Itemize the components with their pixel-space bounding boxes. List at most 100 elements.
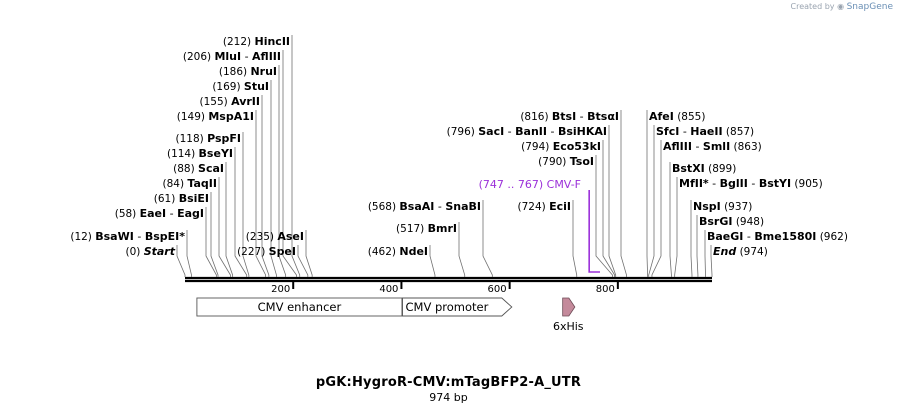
site-connector [602,140,616,277]
enzyme-name: SpeI [269,245,296,258]
site-connector [482,200,493,277]
site-connector [458,222,466,277]
site-label: BsrGI (948) [699,215,764,228]
site-position: (206) [183,51,215,63]
site-separator: - [547,125,558,138]
site-separator: - [743,230,754,243]
site-label: MfII* - BglII - BstYI (905) [679,177,823,190]
site-position: (962) [816,231,848,243]
restriction-site: (88) ScaI [173,162,234,277]
restriction-site: (790) TsoI [538,155,613,277]
site-label: (235) AseI [246,230,304,243]
restriction-site: MfII* - BglII - BstYI (905) [674,177,823,277]
site-connector [648,125,655,277]
site-connector [270,80,277,277]
enzyme-name: BstXI [672,162,705,175]
snapgene-logo-icon: ◉ [837,2,845,11]
watermark-created-by: Created by [790,2,835,11]
enzyme-name: MspA1I [208,110,254,123]
site-label: (118) PspFI [176,132,241,145]
restriction-site: (186) NruI [219,65,287,277]
feature-shape [402,297,513,317]
site-connector [690,200,693,277]
enzyme-name: BspEI [145,230,179,243]
feature-cmv-promoter: CMV promoter [402,297,513,317]
site-connector [710,245,713,277]
site-label: (568) BsaAI - SnaBI [368,200,481,213]
restriction-site: (568) BsaAI - SnaBI [368,200,493,277]
site-separator: - [434,200,445,213]
enzyme-name: SmlI [703,140,730,153]
site-separator: - [504,125,515,138]
enzyme-name: BglII [720,177,748,190]
site-connector [210,192,219,277]
restriction-site: (61) BsiEI [154,192,219,277]
restriction-site: (816) BtsI - BtsαI [520,110,627,277]
primer-label: (747 .. 767) CMV-F [479,178,581,191]
site-separator: - [576,110,587,123]
site-separator: - [679,125,690,138]
enzyme-name: BtsI [552,110,576,123]
plasmid-title-block: pGK:HygroR-CMV:mTagBFP2-A_UTR 974 bp [0,375,897,404]
site-separator: - [709,177,720,190]
site-label: (88) ScaI [173,162,224,175]
enzyme-name: AvrII [231,95,260,108]
ruler-tick-label: 800 [596,284,615,295]
site-label: (155) AvrII [200,95,260,108]
ruler-tick-label: 400 [379,284,398,295]
primer-range: (747 .. 767) [479,178,547,191]
enzyme-name: BsaAI [399,200,434,213]
restriction-site: AflIII - SmlI (863) [651,140,762,277]
restriction-site: (227) SpeI [237,245,309,277]
restriction-site: (114) BseYI [167,147,248,277]
site-connector [651,140,662,277]
enzyme-name: BseYI [199,147,233,160]
restriction-site: (118) PspFI [176,132,250,277]
site-position: (905) [791,178,823,190]
site-separator: - [166,207,177,220]
site-position: (517) [396,223,428,235]
primer-arrow [588,190,600,273]
site-position: (724) [518,201,550,213]
restriction-site: (462) NdeI [368,245,436,277]
site-connector [696,215,699,277]
restriction-site: End (974) [710,245,768,277]
primer-cmv-f: (747 .. 767) CMV-F [479,178,600,273]
ruler-tick-label: 600 [488,284,507,295]
site-connector [674,177,678,277]
site-label: AflIII - SmlI (863) [663,140,762,153]
enzyme-name: HincII [254,35,290,48]
enzyme-name: MluI [214,50,241,63]
site-connector [176,245,186,277]
primer-name: CMV-F [547,178,581,191]
enzyme-name: TsoI [570,155,594,168]
site-label: SfcI - HaeII (857) [656,125,754,138]
enzyme-name: HaeII [690,125,722,138]
site-connector [646,110,649,277]
site-position: (61) [154,193,179,205]
site-connector [205,207,217,277]
enzyme-name: SacI [478,125,504,138]
site-position: (84) [163,178,188,190]
site-connector [297,245,309,277]
restriction-site: (0) Start [125,245,186,277]
site-position: (794) [521,141,553,153]
site-connector [225,162,234,277]
site-connector [669,162,672,277]
site-label: (462) NdeI [368,245,428,258]
site-position: (855) [674,111,706,123]
site-label: (790) TsoI [538,155,594,168]
site-label: End (974) [713,245,768,258]
restriction-site: (58) EaeI - EagI [115,207,217,277]
site-label: (212) HincII [223,35,290,48]
site-label: (227) SpeI [237,245,296,258]
site-connector [572,200,578,277]
site-position: (899) [705,163,737,175]
enzyme-name: NruI [250,65,277,78]
enzyme-name: * [703,177,709,190]
enzyme-name: NspI [693,200,721,213]
site-connector [282,50,297,277]
site-separator: - [692,140,703,153]
site-label: (206) MluI - AflIII [183,50,281,63]
site-position: (149) [177,111,209,123]
